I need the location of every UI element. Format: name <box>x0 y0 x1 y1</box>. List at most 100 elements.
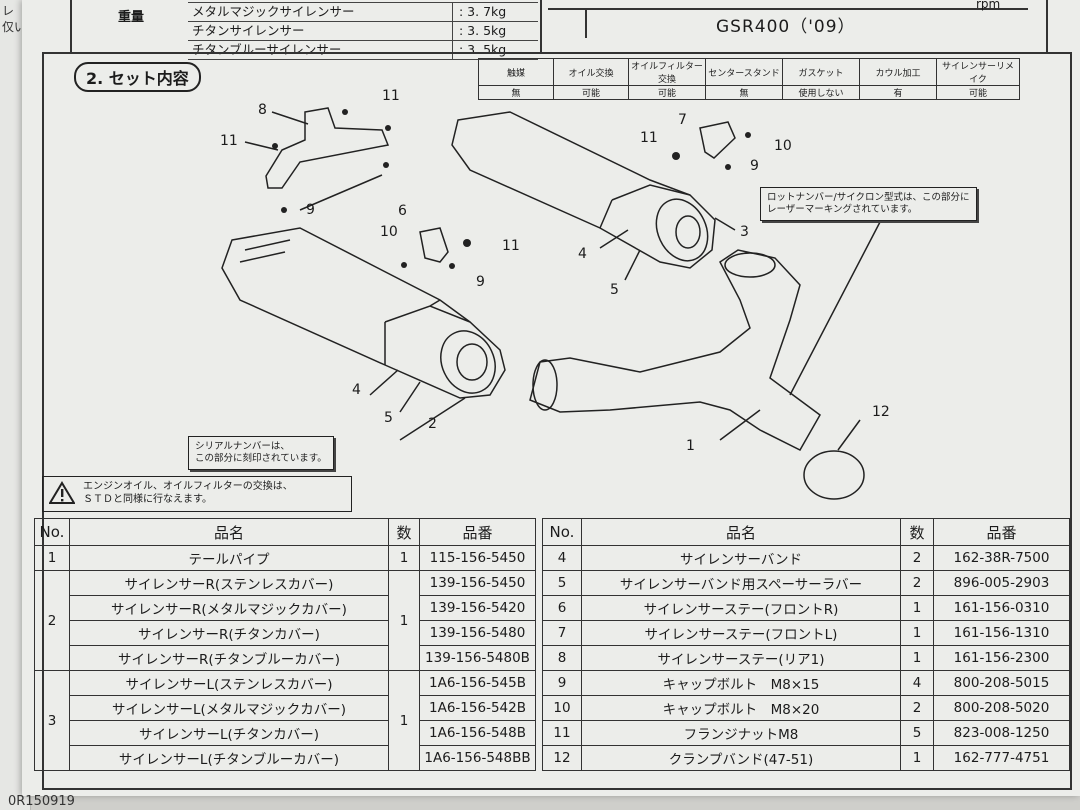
part-qty: 2 <box>900 570 934 596</box>
tail-pipe-drawing <box>529 249 821 451</box>
table-row: 1 テールパイプ 1 115-156-5450 <box>34 545 536 571</box>
table-row: 2 サイレンサーR(ステンレスカバー) 1 139-156-5450 <box>34 570 536 671</box>
part-name: サイレンサーL(メタルマジックカバー) <box>69 695 389 721</box>
diagram-label: 9 <box>306 202 315 218</box>
header-divider <box>540 0 542 52</box>
part-code: 139-156-5480B <box>419 645 536 671</box>
diagram-label: 6 <box>398 203 407 219</box>
part-code: 1A6-156-548BB <box>419 745 536 771</box>
part-qty: 1 <box>900 620 934 646</box>
table-row: サイレンサーR(チタンカバー) 139-156-5480 <box>35 620 536 646</box>
part-name: サイレンサーR(メタルマジックカバー) <box>69 595 389 621</box>
part-no: 5 <box>542 570 582 596</box>
diagram-label: 11 <box>382 88 400 104</box>
col-no: No. <box>542 518 582 546</box>
part-name: サイレンサーL(ステンレスカバー) <box>69 670 389 696</box>
part-code: 139-156-5480 <box>419 620 536 646</box>
part-qty: 1 <box>388 670 420 771</box>
part-no: 9 <box>542 670 582 696</box>
part-qty: 2 <box>900 695 934 721</box>
table-row: サイレンサーL(メタルマジックカバー)1A6-156-542B <box>35 695 536 721</box>
diagram-label: 2 <box>428 416 437 432</box>
content-frame <box>42 52 1072 790</box>
weight-value: : 3. 7kg <box>459 4 507 19</box>
part-no: 2 <box>34 570 70 671</box>
part-name: サイレンサーステー(フロントR) <box>581 595 901 621</box>
part-name: キャップボルト M8×20 <box>581 695 901 721</box>
part-code: 115-156-5450 <box>419 545 536 571</box>
part-qty: 1 <box>388 545 420 571</box>
diagram-label: 11 <box>502 238 520 254</box>
part-code: 896-005-2903 <box>933 570 1070 596</box>
part-no: 8 <box>542 645 582 671</box>
diagram-label: 11 <box>640 130 658 146</box>
rpm-axis-tick <box>585 8 587 38</box>
part-no: 4 <box>542 545 582 571</box>
header-divider <box>70 0 72 52</box>
part-no: 12 <box>542 745 582 771</box>
service-header: オイル交換 <box>553 58 629 86</box>
part-name: サイレンサーL(チタンブルーカバー) <box>69 745 389 771</box>
left-page-text: レ <box>2 4 15 18</box>
warning-icon <box>49 481 75 504</box>
warning-text: エンジンオイル、オイルフィルターの交換は、 ＳＴＤと同様に行なえます。 <box>83 481 293 505</box>
diagram-label: 1 <box>686 438 695 454</box>
table-row: サイレンサーL(チタンカバー) 1A6-156-548B <box>35 720 536 746</box>
part-name: サイレンサーステー(リア1) <box>581 645 901 671</box>
part-name: サイレンサーR(チタンブルーカバー) <box>69 645 389 671</box>
table-row: サイレンサーL(チタンブルーカバー) 1A6-156-548BB <box>35 745 536 771</box>
part-code: 162-777-4751 <box>933 745 1070 771</box>
part-name: サイレンサーバンド用スペーサーラバー <box>581 570 901 596</box>
part-qty: 1 <box>388 570 420 671</box>
right-silencer-drawing <box>451 111 716 269</box>
part-qty: 4 <box>900 670 934 696</box>
col-code: 品番 <box>419 518 536 546</box>
part-no: 3 <box>34 670 70 771</box>
service-header: オイルフィルター交換 <box>628 58 706 86</box>
diagram-label: 9 <box>750 158 759 174</box>
table-row: サイレンサーR(チタンブルーカバー) 139-156-5480B <box>35 645 536 671</box>
rpm-label: rpm <box>976 0 1001 11</box>
diagram-label: 5 <box>384 410 393 426</box>
part-qty: 5 <box>900 720 934 746</box>
part-name: サイレンサーR(チタンカバー) <box>69 620 389 646</box>
front-stay-l-drawing <box>699 121 736 159</box>
weight-label: 重量 <box>118 10 145 25</box>
service-header: サイレンサーリメイク <box>936 58 1020 86</box>
part-code: 800-208-5015 <box>933 670 1070 696</box>
clamp-band-drawing <box>803 450 865 500</box>
table-row: サイレンサーR(メタルマジックカバー)139-156-5420 <box>35 595 536 621</box>
left-page-text: 仅い <box>2 20 27 34</box>
lot-number-callout: ロットナンバー/サイクロン型式は、この部分に レーザーマーキングされています。 <box>760 187 977 221</box>
part-qty: 1 <box>900 645 934 671</box>
part-name: フランジナットM8 <box>581 720 901 746</box>
diagram-label: 4 <box>352 382 361 398</box>
exploded-parts-diagram <box>221 107 881 500</box>
col-qty: 数 <box>388 518 420 546</box>
front-stay-r-drawing <box>419 227 449 263</box>
part-name: サイレンサーL(チタンカバー) <box>69 720 389 746</box>
service-value: 有 <box>859 85 937 100</box>
service-value: 可能 <box>936 85 1020 100</box>
part-code: 1A6-156-548B <box>419 720 536 746</box>
section-title: 2. セット内容 <box>74 62 201 92</box>
rear-stay-drawing <box>265 107 390 189</box>
weight-name: メタルマジックサイレンサー <box>188 3 453 21</box>
part-code: 800-208-5020 <box>933 695 1070 721</box>
col-name: 品名 <box>581 518 901 546</box>
model-name: GSR400（'09） <box>716 17 856 37</box>
footer-code: 0R150919 <box>8 794 75 809</box>
diagram-label: 3 <box>740 224 749 240</box>
col-no: No. <box>34 518 70 546</box>
rpm-axis-line <box>548 8 1028 10</box>
table-header-row: No. 品名 数 品番 <box>34 518 536 546</box>
col-code: 品番 <box>933 518 1070 546</box>
